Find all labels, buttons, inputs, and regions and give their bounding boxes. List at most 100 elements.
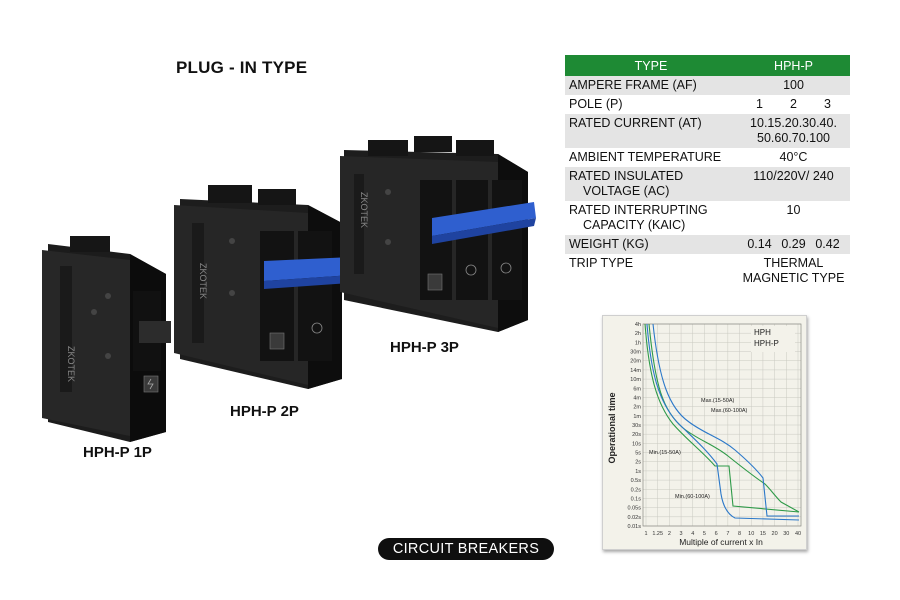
spec-table: TYPE HPH-P AMPERE FRAME (AF) 100 POLE (P… (565, 55, 850, 288)
curve-grid (642, 323, 802, 527)
label-2p: HPH-P 2P (230, 403, 299, 420)
label-line: RATED INTERRUPTING (569, 203, 708, 217)
spec-value: 10 (786, 203, 801, 217)
spec-value: 1 2 3 (737, 95, 850, 114)
value-line: 50.60.70.100 (757, 131, 830, 145)
brand-logo: ZKOTEK (359, 192, 369, 228)
curve-x-ticks: 1 1.25 2 3 4 5 6 7 8 10 15 20 30 40 (644, 531, 801, 537)
x-tick-label: 8 (738, 531, 741, 537)
pole-3: 3 (824, 97, 831, 111)
x-tick-label: 1.25 (652, 531, 663, 537)
curve-legend-hph: HPH (754, 328, 771, 337)
y-tick-label: 1h (635, 340, 641, 346)
label-line: VOLTAGE (AC) (583, 184, 670, 198)
spec-label: POLE (P) (569, 97, 623, 111)
spec-label: RATED CURRENT (AT) (565, 114, 737, 148)
x-tick-label: 10 (748, 531, 754, 537)
y-tick-label: 5s (635, 451, 641, 457)
label-1p: HPH-P 1P (83, 444, 152, 461)
y-tick-label: 2h (635, 331, 641, 337)
page-title: PLUG - IN TYPE (176, 58, 308, 77)
weight-2p: 0.29 (781, 237, 806, 251)
curve-legend-bg (751, 326, 795, 352)
circuit-breakers-badge: CIRCUIT BREAKERS (378, 538, 554, 560)
value-line: MAGNETIC TYPE (742, 271, 845, 285)
spec-label: WEIGHT (KG) (565, 235, 737, 254)
pole-1: 1 (756, 97, 763, 111)
curve-blue-outer (652, 323, 799, 517)
y-tick-label: 20m (630, 359, 641, 365)
curve-blue-inner (646, 323, 800, 521)
spec-value: 110/220V/ 240 (737, 167, 850, 201)
spec-row: WEIGHT (KG) 0.14 0.29 0.42 (565, 235, 850, 254)
curve-y-ticks: 4h2h1h30m20m14m10m6m4m2m1m30s20s10s5s2s1… (628, 322, 642, 530)
x-tick-label: 7 (726, 531, 729, 537)
curve-green-inner (644, 323, 800, 513)
spec-header-type: TYPE (565, 55, 737, 76)
spec-label: TRIP TYPE (569, 256, 634, 270)
x-tick-label: 1 (644, 531, 647, 537)
y-tick-label: 2m (633, 405, 641, 411)
spec-value: 0.14 0.29 0.42 (737, 235, 850, 254)
y-tick-label: 0.5s (631, 478, 642, 484)
y-tick-label: 10s (632, 441, 641, 447)
weight-3p: 0.42 (815, 237, 840, 251)
spec-value: 100 (737, 76, 850, 95)
brand-logo: ZKOTEK (66, 346, 76, 382)
spec-row: AMPERE FRAME (AF) 100 (565, 76, 850, 95)
spec-value: 10.15.20.30.40.50.60.70.100 (737, 114, 850, 148)
y-tick-label: 4h (635, 322, 641, 328)
spec-value: 40°C (779, 150, 808, 164)
y-tick-label: 14m (630, 368, 641, 374)
y-tick-label: 30m (630, 350, 641, 356)
y-tick-label: 0.01s (628, 524, 642, 530)
curve-ylabel: Operational time (607, 392, 617, 463)
spec-label: AMBIENT TEMPERATURE (569, 150, 722, 164)
label-line: RATED INSULATED (569, 169, 684, 183)
breaker-3p-image: ZKOTEK (340, 136, 536, 332)
brand-logo: ZKOTEK (198, 263, 208, 299)
spec-row: POLE (P) 1 2 3 (565, 95, 850, 114)
y-tick-label: 1m (633, 414, 641, 420)
y-tick-label: 30s (632, 423, 641, 429)
spec-label: AMPERE FRAME (AF) (565, 76, 737, 95)
spec-header-model: HPH-P (737, 55, 850, 76)
y-tick-label: 0.02s (628, 515, 642, 521)
x-tick-label: 3 (680, 531, 683, 537)
weight-1p: 0.14 (747, 237, 772, 251)
breaker-1p-image: ZKOTEK (42, 236, 171, 442)
x-tick-label: 40 (795, 531, 801, 537)
value-line: 10.15.20.30.40. (750, 116, 837, 130)
plot-frame (642, 323, 802, 527)
annotation-min-60-100: Min.(60-100A) (675, 494, 710, 500)
x-tick-label: 4 (691, 531, 694, 537)
y-tick-label: 0.2s (631, 487, 642, 493)
x-tick-label: 30 (783, 531, 789, 537)
breaker-2p-image: ZKOTEK (174, 185, 352, 389)
spec-row: AMBIENT TEMPERATURE 40°C (565, 148, 850, 167)
x-tick-label: 2 (668, 531, 671, 537)
pole-2: 2 (790, 97, 797, 111)
annotation-max-60-100: Max.(60-100A) (711, 408, 748, 414)
x-tick-label: 6 (715, 531, 718, 537)
label-3p: HPH-P 3P (390, 339, 459, 356)
y-tick-label: 6m (633, 386, 641, 392)
y-tick-label: 4m (633, 395, 641, 401)
x-tick-label: 5 (703, 531, 706, 537)
y-tick-label: 0.1s (631, 496, 642, 502)
curve-xlabel: Multiple of current x In (679, 537, 763, 547)
annotation-min-15-50: Min.(15-50A) (649, 450, 681, 456)
spec-row: RATED CURRENT (AT) 10.15.20.30.40.50.60.… (565, 114, 850, 148)
spec-header: TYPE HPH-P (565, 55, 850, 76)
x-tick-label: 20 (772, 531, 778, 537)
x-tick-label: 15 (760, 531, 766, 537)
curve-green-outer (648, 323, 800, 513)
y-tick-label: 0.05s (628, 506, 642, 512)
value-line: THERMAL (763, 256, 824, 270)
